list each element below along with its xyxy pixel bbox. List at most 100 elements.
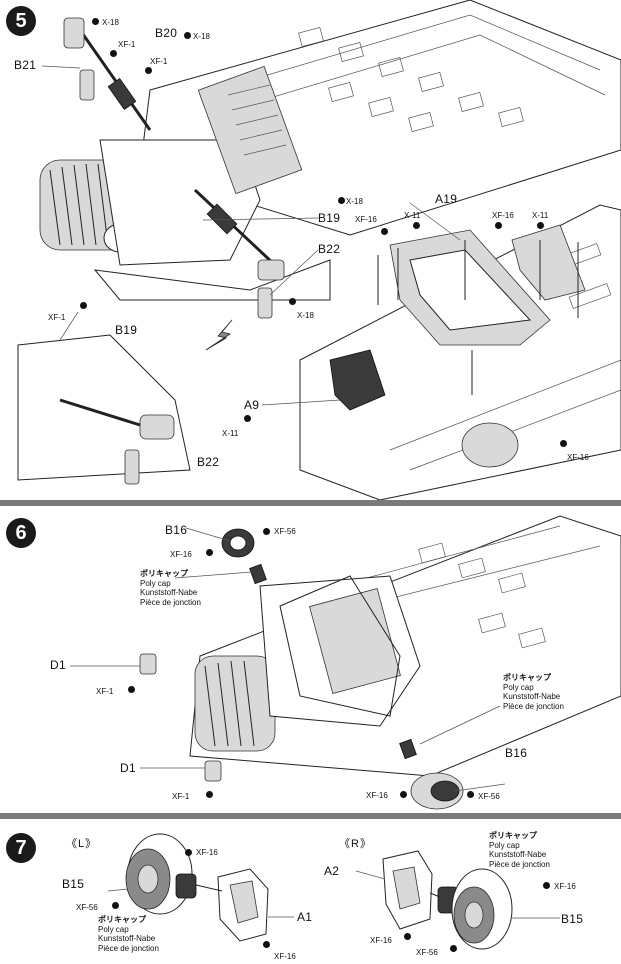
paint-code-label: XF-1 — [96, 687, 114, 696]
paint-dot-icon — [80, 302, 87, 309]
paint-code-label: XF-1 — [48, 313, 66, 322]
note-en: Poly cap — [98, 924, 129, 934]
step-number-badge: 7 — [6, 833, 36, 863]
paint-code-label: XF-16 — [567, 453, 589, 462]
step-number-badge: 5 — [6, 6, 36, 36]
paint-code-label: X-11 — [404, 211, 421, 220]
paint-dot-icon — [495, 222, 502, 229]
part-label: B21 — [14, 58, 37, 72]
part-label: B15 — [561, 912, 584, 926]
part-label: D1 — [50, 658, 66, 672]
side-label-right: 《R》 — [339, 838, 372, 850]
step-7-panel: 7 《L》 《R》 B15 XF-16 XF-56 ポリキャップ Poly ca… — [0, 819, 621, 964]
paint-code-label: XF-16 — [170, 550, 192, 559]
paint-code-label: XF-16 — [355, 215, 377, 224]
part-label: B22 — [197, 455, 220, 469]
note-de: Kunststoff-Nabe — [503, 692, 561, 701]
step-5-panel: 5 X-18 XF-1 B20 X-18 XF-1 B21 X-18 B19 B… — [6, 0, 621, 500]
paint-code-label: XF-16 — [366, 791, 388, 800]
paint-code-label: X-18 — [193, 32, 210, 41]
note-jp: ポリキャップ — [489, 831, 537, 840]
step-6-illustration — [70, 515, 621, 810]
paint-code-label: XF-56 — [478, 792, 500, 801]
paint-code-label: X-18 — [346, 197, 363, 206]
note-en: Poly cap — [140, 578, 171, 588]
note-en: Poly cap — [489, 840, 520, 850]
paint-code-label: XF-56 — [416, 948, 438, 957]
paint-code-label: XF-1 — [150, 57, 168, 66]
note-fr: Pièce de jonction — [489, 859, 550, 869]
paint-dot-icon — [112, 902, 119, 909]
step-7-illustration — [107, 833, 560, 950]
paint-dot-icon — [206, 791, 213, 798]
note-en: Poly cap — [503, 682, 534, 692]
note-fr: Pièce de jonction — [98, 943, 159, 953]
paint-dot-icon — [338, 197, 345, 204]
paint-dot-icon — [263, 941, 270, 948]
part-label: B22 — [318, 242, 341, 256]
note-fr: Pièce de jonction — [503, 701, 564, 711]
part-label: B19 — [318, 211, 341, 225]
note-fr: Pièce de jonction — [140, 597, 201, 607]
poly-cap-note: ポリキャップ Poly cap Kunststoff-Nabe Pièce de… — [503, 673, 564, 711]
part-label: B20 — [155, 26, 178, 40]
poly-cap-note: ポリキャップ Poly cap Kunststoff-Nabe Pièce de… — [98, 915, 159, 953]
part-label: B15 — [62, 877, 85, 891]
paint-code-label: XF-56 — [274, 527, 296, 536]
paint-code-label: XF-16 — [554, 882, 576, 891]
paint-dot-icon — [185, 849, 192, 856]
part-label: B19 — [115, 323, 138, 337]
side-label-left: 《L》 — [66, 838, 98, 850]
paint-code-label: XF-1 — [118, 40, 136, 49]
paint-dot-icon — [543, 882, 550, 889]
paint-dot-icon — [467, 791, 474, 798]
part-label: A1 — [297, 910, 313, 924]
paint-code-label: X-11 — [222, 429, 239, 438]
paint-dot-icon — [244, 415, 251, 422]
paint-dot-icon — [537, 222, 544, 229]
section-divider — [0, 813, 621, 819]
paint-code-label: XF-1 — [172, 792, 190, 801]
part-label: D1 — [120, 761, 136, 775]
part-label: A2 — [324, 864, 340, 878]
paint-dot-icon — [92, 18, 99, 25]
paint-dot-icon — [560, 440, 567, 447]
paint-code-label: X-11 — [532, 211, 549, 220]
paint-dot-icon — [289, 298, 296, 305]
note-de: Kunststoff-Nabe — [140, 588, 198, 597]
paint-dot-icon — [184, 32, 191, 39]
paint-dot-icon — [263, 528, 270, 535]
paint-dot-icon — [128, 686, 135, 693]
note-jp: ポリキャップ — [503, 673, 551, 682]
poly-cap-note: ポリキャップ Poly cap Kunststoff-Nabe Pièce de… — [489, 831, 550, 869]
paint-code-label: X-18 — [102, 18, 119, 27]
poly-cap-note: ポリキャップ Poly cap Kunststoff-Nabe Pièce de… — [140, 569, 201, 607]
step-6-panel: 6 B16 XF-56 XF-16 ポリキャップ Poly cap Kunsts… — [0, 506, 621, 813]
step-number-badge: 6 — [6, 518, 36, 548]
note-jp: ポリキャップ — [98, 915, 146, 924]
note-de: Kunststoff-Nabe — [98, 934, 156, 943]
paint-dot-icon — [400, 791, 407, 798]
paint-code-label: XF-56 — [76, 903, 98, 912]
paint-dot-icon — [206, 549, 213, 556]
paint-dot-icon — [110, 50, 117, 57]
part-label: A19 — [435, 192, 458, 206]
paint-dot-icon — [413, 222, 420, 229]
part-label: A9 — [244, 398, 260, 412]
paint-code-label: XF-16 — [492, 211, 514, 220]
part-label: B16 — [505, 746, 528, 760]
paint-code-label: XF-16 — [196, 848, 218, 857]
step-5-illustration — [17, 0, 621, 500]
paint-code-label: XF-16 — [274, 952, 296, 961]
paint-dot-icon — [381, 228, 388, 235]
note-de: Kunststoff-Nabe — [489, 850, 547, 859]
note-jp: ポリキャップ — [140, 569, 188, 578]
paint-dot-icon — [404, 933, 411, 940]
part-label: B16 — [165, 523, 188, 537]
paint-code-label: XF-16 — [370, 936, 392, 945]
paint-code-label: X-18 — [297, 311, 314, 320]
paint-dot-icon — [450, 945, 457, 952]
paint-dot-icon — [145, 67, 152, 74]
section-divider — [0, 500, 621, 506]
